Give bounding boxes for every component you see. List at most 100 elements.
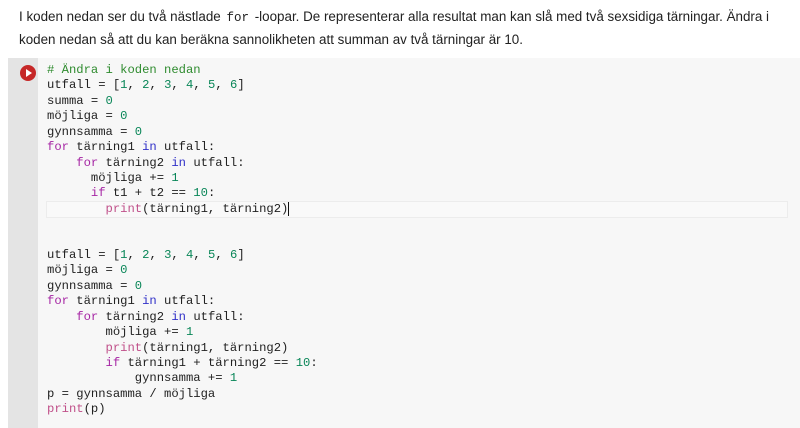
code-token: in (171, 155, 186, 170)
code-token: for (47, 140, 69, 155)
code-token: 10 (193, 186, 208, 201)
code-token: ] (237, 78, 245, 93)
code-line[interactable]: summa = 0 (47, 94, 787, 109)
code-token: p = gynnsamma / möjliga (47, 386, 216, 401)
code-token: 3 (164, 78, 172, 93)
code-line[interactable]: print(p) (47, 402, 787, 417)
code-token: 0 (134, 124, 143, 139)
code-line[interactable]: utfall = [1, 2, 3, 4, 5, 6] (47, 248, 787, 263)
code-token: 1 (171, 170, 179, 185)
cell-gutter (8, 58, 38, 428)
code-token: möjliga = (47, 263, 121, 278)
code-token: : (310, 356, 318, 371)
code-token: , (193, 78, 209, 93)
code-line[interactable]: for tärning2 in utfall: (47, 310, 787, 325)
code-token: utfall: (156, 140, 216, 155)
code-token: : (207, 186, 216, 201)
code-token: möjliga += (47, 170, 172, 185)
code-token (47, 186, 91, 200)
code-token: 1 (229, 371, 238, 386)
run-cell-button[interactable] (20, 65, 36, 81)
code-line[interactable]: if tärning1 + tärning2 == 10: (47, 356, 787, 371)
code-token: , (149, 78, 165, 93)
code-token (47, 356, 106, 370)
code-token (47, 156, 76, 170)
code-token: , (127, 78, 143, 93)
code-token: if (90, 186, 106, 201)
code-token: for (76, 155, 99, 170)
code-token (47, 341, 106, 355)
code-token: (tärning1, tärning2) (142, 340, 289, 355)
code-token: tärning1 + tärning2 == (120, 356, 296, 371)
code-token: 4 (186, 248, 194, 263)
code-line[interactable]: gynnsamma = 0 (47, 279, 787, 294)
code-token: print (105, 201, 143, 216)
intro-text-cont: -loopar. De representerar alla resultat … (19, 9, 770, 47)
code-token: (tärning1, tärning2) (142, 201, 290, 216)
code-token: , (171, 248, 187, 263)
code-token: 6 (229, 78, 238, 93)
code-token (47, 202, 106, 216)
code-token: , (127, 248, 143, 263)
code-token: 5 (208, 78, 216, 93)
code-token: tärning2 (98, 309, 172, 324)
code-line[interactable]: for tärning2 in utfall: (47, 156, 787, 171)
code-token: 6 (229, 248, 238, 263)
code-token: tärning1 (68, 140, 143, 155)
code-token: , (149, 248, 165, 263)
inline-code: for (224, 11, 251, 25)
code-token: t1 + t2 == (105, 186, 194, 201)
code-token: utfall = [ (47, 78, 121, 93)
code-line[interactable]: möjliga += 1 (47, 171, 787, 186)
code-line[interactable]: gynnsamma = 0 (47, 125, 787, 140)
code-token: in (142, 294, 157, 309)
code-line[interactable]: gynnsamma += 1 (47, 371, 787, 386)
code-line[interactable]: # Ändra i koden nedan (47, 63, 787, 78)
code-token: print (105, 340, 143, 355)
code-token: 0 (120, 263, 128, 278)
code-token (47, 310, 76, 324)
code-token: utfall: (156, 294, 216, 309)
code-line[interactable]: if t1 + t2 == 10: (47, 186, 787, 201)
code-token: , (193, 248, 209, 263)
code-token: in (142, 140, 157, 155)
code-line[interactable]: print(tärning1, tärning2) (46, 200, 788, 219)
code-token: 1 (185, 325, 194, 340)
code-line[interactable]: for tärning1 in utfall: (47, 140, 787, 155)
code-token: tärning1 (68, 294, 143, 309)
code-token: utfall: (186, 309, 245, 324)
code-token: 5 (208, 248, 216, 263)
code-line[interactable]: print(tärning1, tärning2) (47, 341, 787, 356)
code-token: möjliga += (47, 325, 186, 340)
code-line[interactable]: möjliga = 0 (47, 109, 787, 124)
code-token: utfall: (186, 155, 245, 170)
code-token: gynnsamma = (47, 278, 135, 293)
code-line[interactable]: möjliga += 1 (47, 325, 787, 340)
code-token: , (171, 78, 187, 93)
code-line[interactable]: p = gynnsamma / möjliga (47, 387, 787, 402)
code-token: , (215, 78, 230, 93)
instructions-text: I koden nedan ser du två nästlade for -l… (19, 6, 794, 51)
code-token: 3 (164, 248, 172, 263)
code-token: 2 (142, 248, 150, 263)
code-token: gynnsamma += (47, 371, 230, 386)
code-token: 0 (134, 278, 143, 293)
code-token: print (47, 402, 84, 417)
code-token: 0 (105, 93, 113, 108)
code-line[interactable]: for tärning1 in utfall: (47, 294, 787, 309)
code-line[interactable] (47, 217, 787, 232)
code-token: 4 (186, 78, 194, 93)
code-token: summa = (47, 93, 106, 108)
code-token: ] (237, 248, 245, 263)
code-token: 0 (120, 109, 128, 124)
code-token: utfall = [ (47, 248, 121, 263)
code-line[interactable]: möjliga = 0 (47, 263, 787, 278)
code-token: 1 (120, 78, 128, 93)
code-token: in (171, 309, 186, 324)
code-token: for (76, 309, 99, 324)
code-line[interactable]: utfall = [1, 2, 3, 4, 5, 6] (47, 78, 787, 93)
code-line[interactable] (47, 233, 787, 248)
code-token: tärning2 (98, 155, 172, 170)
